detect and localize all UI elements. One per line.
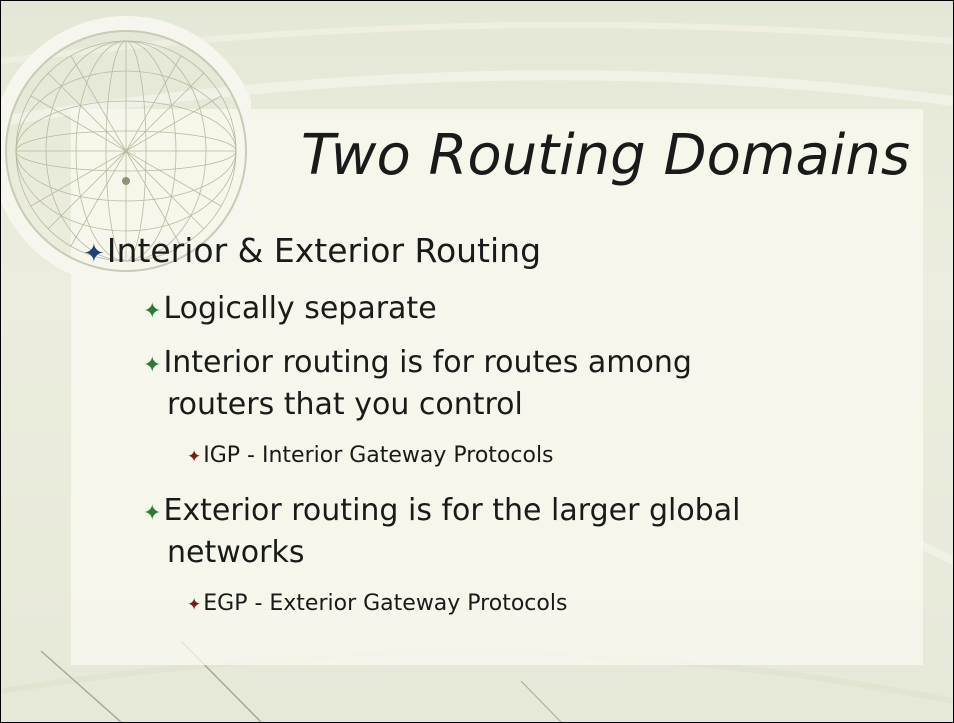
bullet-exterior-routing: ✦Exterior routing is for the larger glob… [143,493,740,528]
bullet-text: Exterior routing is for the larger globa… [163,493,741,528]
bullet-exterior-routing-continuation: networks [167,535,305,570]
bullet-logically-separate: ✦Logically separate [143,291,437,326]
bullet-star-icon: ✦ [143,353,162,378]
bullet-text: Logically separate [163,291,437,326]
bullet-interior-routing-continuation: routers that you control [167,387,523,422]
bullet-egp: ✦EGP - Exterior Gateway Protocols [187,591,567,616]
bullet-text: Interior & Exterior Routing [106,231,542,270]
bullet-interior-exterior: ✦Interior & Exterior Routing [83,231,541,270]
bullet-star-icon: ✦ [83,239,105,269]
bullet-star-icon: ✦ [143,501,162,526]
bullet-interior-routing: ✦Interior routing is for routes among [143,345,692,380]
bullet-text: IGP - Interior Gateway Protocols [203,443,554,468]
bullet-star-icon: ✦ [187,447,202,467]
bullet-text: Interior routing is for routes among [163,345,692,380]
bullet-star-icon: ✦ [143,299,162,324]
bullet-text: EGP - Exterior Gateway Protocols [203,591,568,616]
slide-title: Two Routing Domains [301,123,910,188]
bullet-star-icon: ✦ [187,595,202,615]
wireframe-globe-decoration [1,16,251,286]
bullet-igp: ✦IGP - Interior Gateway Protocols [187,443,554,468]
